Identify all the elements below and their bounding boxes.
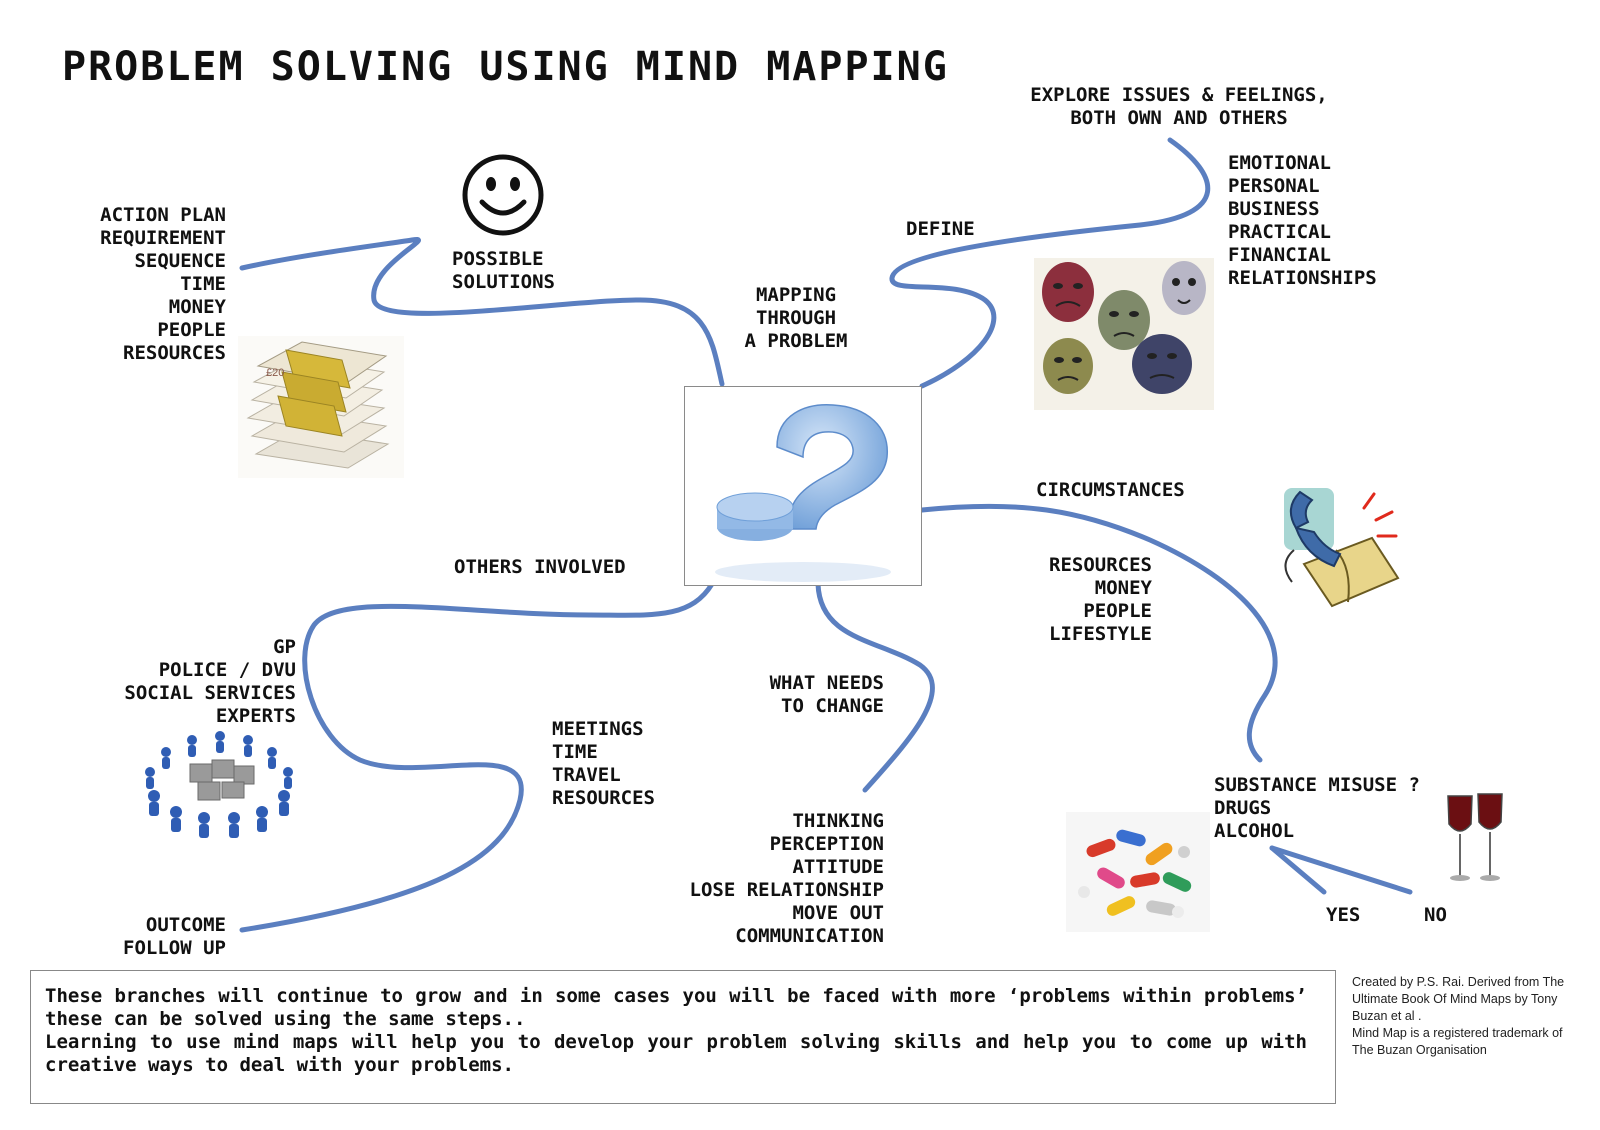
explanation-note: These branches will continue to grow and… bbox=[30, 970, 1336, 1104]
branch-line-possible-solutions bbox=[239, 236, 725, 387]
telephone-book-icon bbox=[1284, 488, 1400, 608]
others-involved-items: GP POLICE / DVU SOCIAL SERVICES EXPERTS bbox=[124, 636, 296, 727]
pills-icon bbox=[1066, 812, 1210, 932]
possible-solutions-items: ACTION PLAN REQUIREMENT SEQUENCE TIME MO… bbox=[100, 204, 226, 364]
branch-line-others-involved bbox=[239, 581, 715, 933]
smiley-face-icon bbox=[462, 154, 544, 236]
define-title: DEFINE bbox=[906, 218, 975, 240]
define-items: EMOTIONAL PERSONAL BUSINESS PRACTICAL FI… bbox=[1228, 152, 1377, 289]
question-mark-icon bbox=[715, 404, 891, 582]
branch-line-define bbox=[889, 137, 1211, 389]
substance-misuse-title: SUBSTANCE MISUSE ? DRUGS ALCOHOL bbox=[1214, 774, 1420, 842]
center-label: MAPPING THROUGH A PROBLEM bbox=[744, 284, 848, 352]
emotion-masks-icon bbox=[1034, 258, 1214, 410]
branch-line-what-needs-to-change bbox=[815, 581, 935, 793]
what-needs-to-change-items: THINKING PERCEPTION ATTITUDE LOSE RELATI… bbox=[689, 810, 884, 947]
outcome-follow-up: OUTCOME FOLLOW UP bbox=[123, 914, 226, 959]
wine-glasses-icon bbox=[1447, 793, 1503, 881]
circumstances-items: RESOURCES MONEY PEOPLE LIFESTYLE bbox=[1049, 554, 1152, 645]
central-question-image bbox=[684, 386, 922, 586]
others-involved-title: OTHERS INVOLVED bbox=[454, 556, 626, 578]
meetings-items: MEETINGS TIME TRAVEL RESOURCES bbox=[552, 718, 655, 809]
what-needs-to-change-title: WHAT NEEDS TO CHANGE bbox=[769, 672, 884, 717]
svg-text:£20: £20 bbox=[266, 367, 284, 379]
define-explore-note: EXPLORE ISSUES & FEELINGS, BOTH OWN AND … bbox=[1030, 84, 1328, 129]
circumstances-title: CIRCUMSTANCES bbox=[1036, 479, 1185, 501]
branch-line-circumstances bbox=[919, 503, 1278, 763]
branch-line-no bbox=[1269, 845, 1413, 895]
credit-note: Created by P.S. Rai. Derived from The Ul… bbox=[1352, 975, 1565, 1057]
substance-yes-label: YES bbox=[1326, 904, 1361, 926]
possible-solutions-title: POSSIBLE SOLUTIONS bbox=[452, 248, 555, 293]
page-title: PROBLEM SOLVING USING MIND MAPPING bbox=[62, 44, 949, 90]
people-circle-puzzle-icon bbox=[145, 731, 293, 838]
banknote-stack-icon: £20 bbox=[238, 336, 404, 478]
branch-line-yes bbox=[1269, 845, 1327, 895]
substance-no-label: NO bbox=[1424, 904, 1447, 926]
